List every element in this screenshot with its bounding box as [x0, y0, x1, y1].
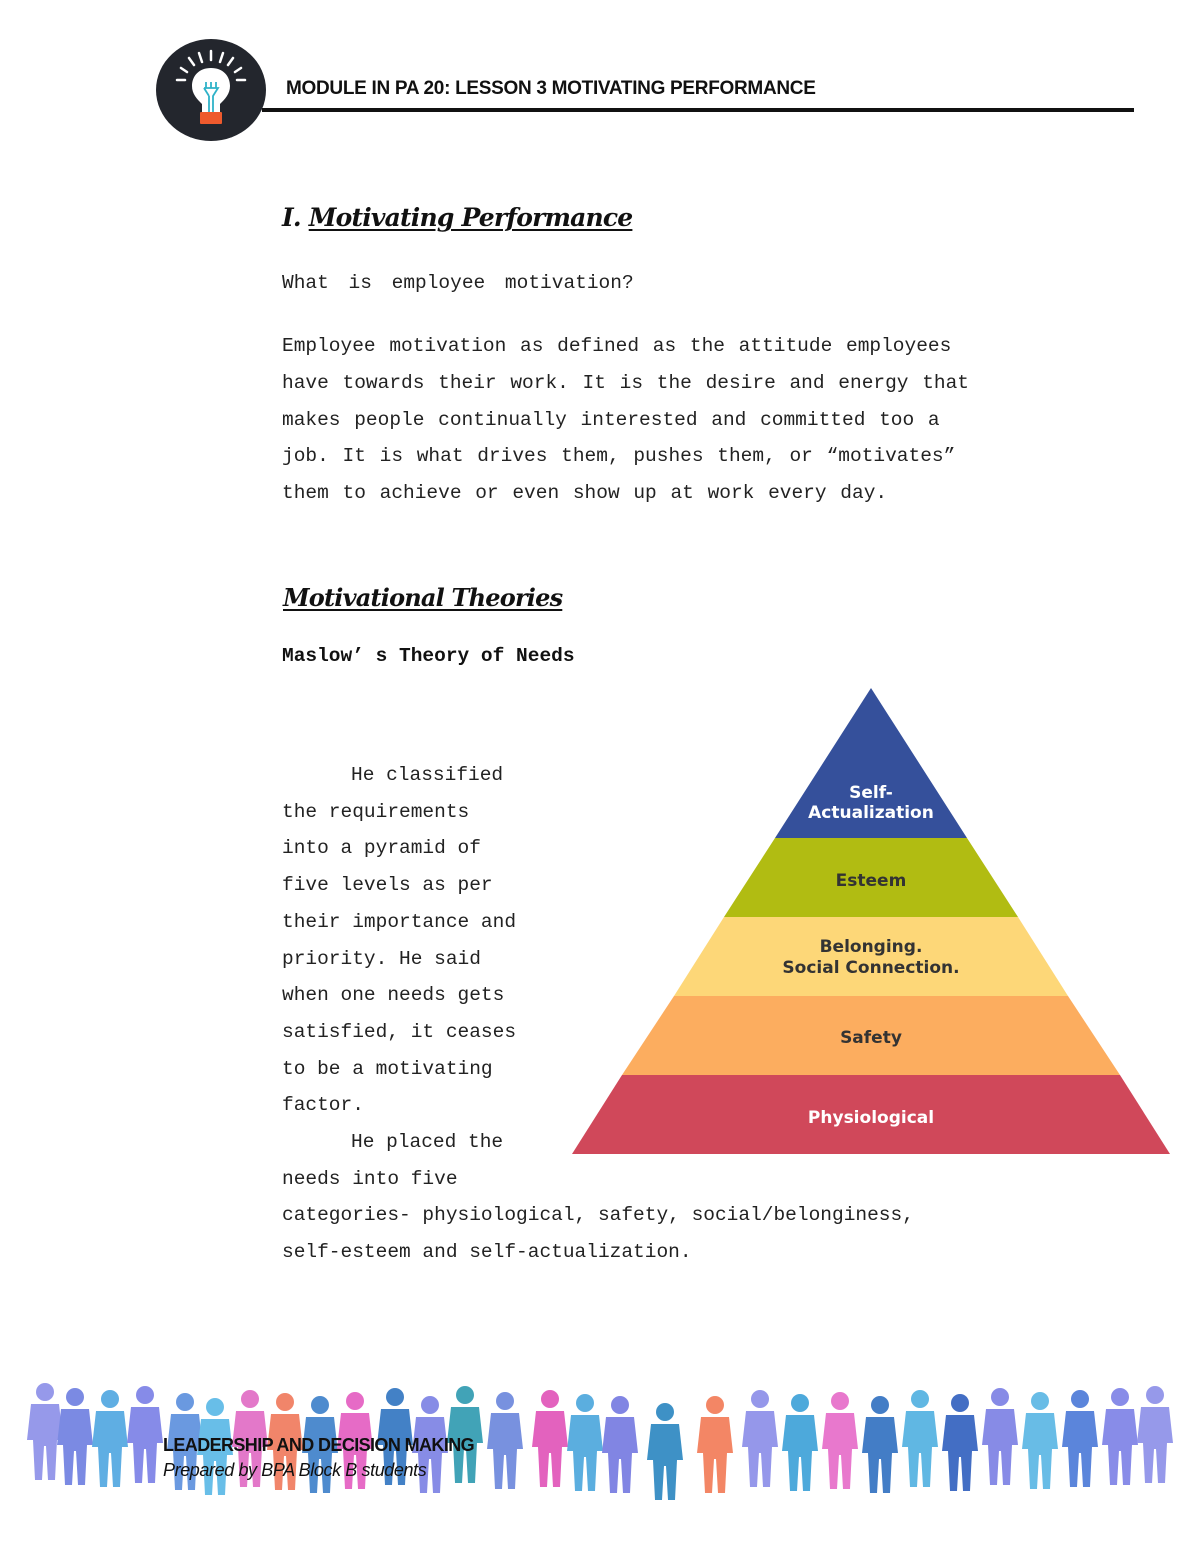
pyramid-level-physiological	[572, 1075, 1170, 1154]
paragraph-line: them to achieve or even show up at work …	[282, 482, 888, 505]
pyramid-level-esteem	[724, 838, 1018, 917]
paragraph-line: when one needs gets	[282, 984, 505, 1007]
maslow-categories: categories- physiological, safety, socia…	[282, 1197, 914, 1270]
pyramid-label: Social Connection.	[782, 958, 959, 978]
module-title: MODULE IN PA 20: LESSON 3 MOTIVATING PER…	[286, 78, 816, 99]
paragraph-line: factor.	[282, 1094, 364, 1117]
section-heading-motivational-theories: Motivational Theories	[283, 583, 563, 612]
paragraph-line: He placed the	[351, 1131, 504, 1154]
pyramid-label: Esteem	[836, 871, 907, 891]
section-number: I.	[282, 203, 302, 232]
paragraph-line: makes people continually interested and …	[282, 408, 940, 431]
paragraph-line: have towards their work. It is the desir…	[282, 371, 970, 394]
paragraph-line: five levels as per	[282, 874, 493, 897]
pyramid-label: Belonging.	[820, 937, 923, 957]
paragraph-line: the requirements	[282, 800, 470, 823]
maslow-pyramid: Self- Actualization Esteem Belonging. So…	[570, 686, 1172, 1156]
paragraph-line: satisfied, it ceases	[282, 1020, 517, 1043]
header-divider	[262, 108, 1134, 112]
pyramid-label: Self-	[849, 783, 893, 803]
pyramid-label: Safety	[840, 1028, 902, 1048]
lightbulb-icon	[156, 39, 266, 141]
pyramid-level-safety	[622, 996, 1120, 1075]
paragraph-line: categories- physiological, safety, socia…	[282, 1204, 914, 1226]
paragraph-line: Employee motivation as defined as the at…	[282, 335, 952, 357]
lightbulb-logo	[155, 38, 267, 142]
pyramid-level-self-actualization	[775, 688, 967, 838]
pyramid-level-belonging	[674, 917, 1068, 996]
paragraph-line: into a pyramid of	[282, 837, 481, 860]
paragraph-line: to be a motivating	[282, 1057, 493, 1080]
paragraph-line: self-esteem and self-actualization.	[282, 1240, 692, 1263]
pyramid-label: Physiological	[808, 1108, 934, 1128]
subheading-maslow: Maslow’ s Theory of Needs	[282, 645, 575, 667]
maslow-description: He classified the requirements into a py…	[282, 757, 516, 1197]
paragraph-line: priority. He said	[282, 947, 481, 970]
definition-paragraph: Employee motivation as defined as the at…	[282, 328, 1052, 512]
paragraph-line: their importance and	[282, 910, 517, 933]
pyramid-label: Actualization	[808, 803, 934, 823]
question-text: What is employee motivation?	[282, 272, 634, 294]
section-heading-motivating-performance: I. Motivating Performance	[282, 203, 633, 232]
footer-course-title: LEADERSHIP AND DECISION MAKING	[163, 1435, 475, 1455]
footer-prepared-by: Prepared by BPA Block B students	[163, 1460, 427, 1480]
paragraph-line: job. It is what drives them, pushes them…	[282, 445, 956, 468]
paragraph-line: He classified	[351, 764, 504, 786]
section-title: Motivating Performance	[308, 203, 633, 232]
paragraph-line: needs into five	[282, 1167, 458, 1190]
